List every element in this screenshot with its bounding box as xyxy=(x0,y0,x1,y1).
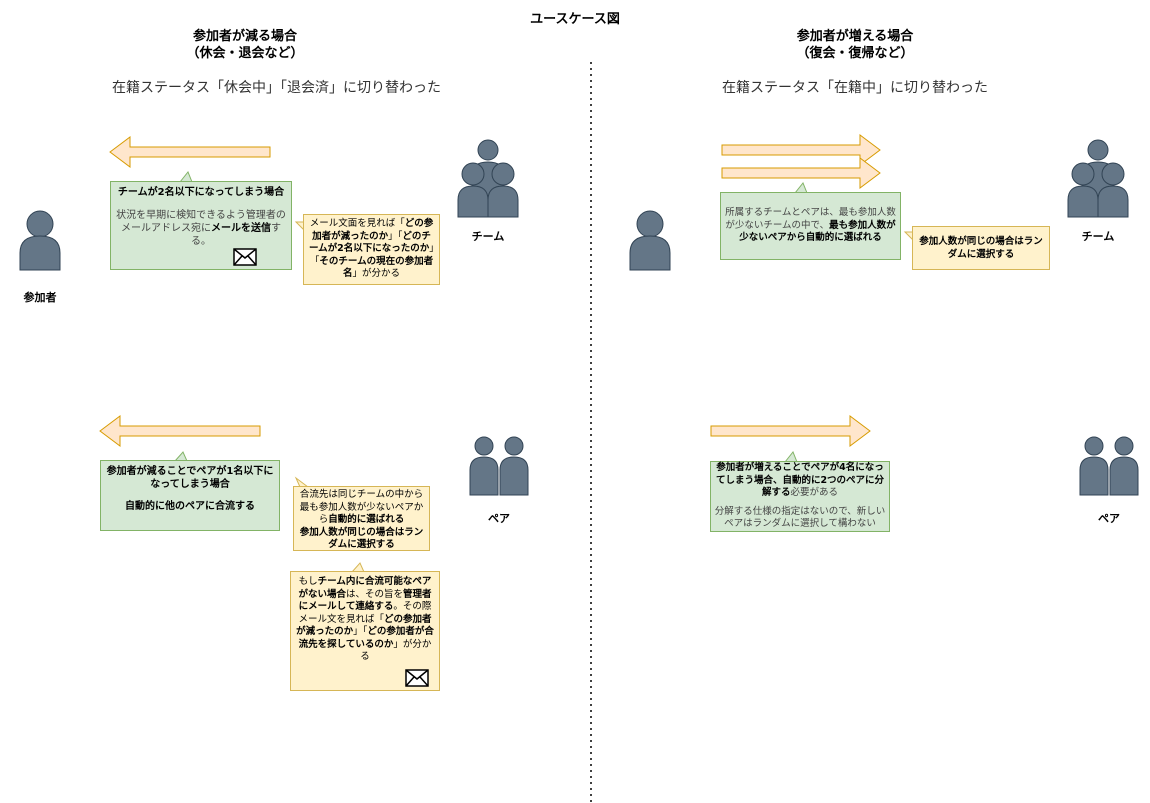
right-header-line1: 参加者が増える場合 xyxy=(796,29,914,44)
right-team-arrow-1 xyxy=(721,134,881,166)
mail-envelope-icon xyxy=(233,248,257,266)
right-header: 参加者が増える場合 （復会・復帰など） xyxy=(770,28,940,62)
left-header: 参加者が減る場合 （休会・退会など） xyxy=(160,28,330,62)
left-pair-callout-body: 自動的に他のペアに合流する xyxy=(125,501,255,512)
right-header-line2: （復会・復帰など） xyxy=(796,46,914,61)
right-team-note: 参加人数が同じの場合はランダムに選択する xyxy=(912,226,1050,270)
left-team-label: チーム xyxy=(471,230,505,243)
left-pair-actor-icon xyxy=(469,436,529,496)
left-team-arrow xyxy=(109,136,271,168)
left-pair-arrow xyxy=(99,415,261,447)
left-pair-note-2: もしチーム内に合流可能なペアがない場合は、その旨を管理者にメールして連絡する。そ… xyxy=(290,571,440,691)
left-team-callout: チームが2名以下になってしまう場合 状況を早期に検知できるよう管理者のメールアド… xyxy=(110,181,292,270)
left-header-line2: （休会・退会など） xyxy=(186,46,304,61)
left-status-text: 在籍ステータス「休会中」「退会済」に切り替わった xyxy=(112,80,441,96)
left-team-actor-icon xyxy=(457,139,519,218)
left-pair-callout: 参加者が減ることでペアが1名以下になってしまう場合 自動的に他のペアに合流する xyxy=(100,460,280,531)
left-team-note: メール文面を見れば「どの参加者が減ったのか」「どのチームが2名以下になったのか」… xyxy=(303,214,440,285)
right-pair-actor-icon xyxy=(1079,436,1139,496)
participant-label: 参加者 xyxy=(23,291,57,304)
right-participant-actor-icon xyxy=(629,210,671,271)
left-pair-note: 合流先は同じチームの中から最も参加人数が少ないペアから自動的に選ばれる参加人数が… xyxy=(293,486,430,551)
right-team-actor-icon xyxy=(1067,139,1129,218)
right-pair-arrow xyxy=(710,415,871,447)
mail-envelope-icon-2 xyxy=(405,669,429,687)
left-pair-callout-title: 参加者が減ることでペアが1名以下になってしまう場合 xyxy=(106,466,274,490)
right-status-text: 在籍ステータス「在籍中」に切り替わった xyxy=(722,80,988,96)
diagram-title: ユースケース図 xyxy=(530,12,620,27)
participant-actor-icon xyxy=(19,210,61,271)
left-team-callout-title: チームが2名以下になってしまう場合 xyxy=(117,187,285,198)
left-header-line1: 参加者が減る場合 xyxy=(192,29,297,44)
right-team-callout: 所属するチームとペアは、最も参加人数が少ないチームの中で、最も参加人数が少ないペ… xyxy=(720,192,901,260)
right-pair-callout-note: 分解する仕様の指定はないので、新しいペアはランダムに選択して構わない xyxy=(714,505,886,530)
left-team-callout-body: 状況を早期に検知できるよう管理者のメールアドレス宛にメールを送信する。 xyxy=(116,210,286,247)
right-pair-callout: 参加者が増えることでペアが4名になってしまう場合、自動的に2つのペアに分解する必… xyxy=(710,461,890,532)
left-pair-label: ペア xyxy=(488,512,510,525)
right-team-label: チーム xyxy=(1081,230,1115,243)
right-team-arrow-2 xyxy=(721,157,881,189)
right-pair-label: ペア xyxy=(1098,512,1120,525)
